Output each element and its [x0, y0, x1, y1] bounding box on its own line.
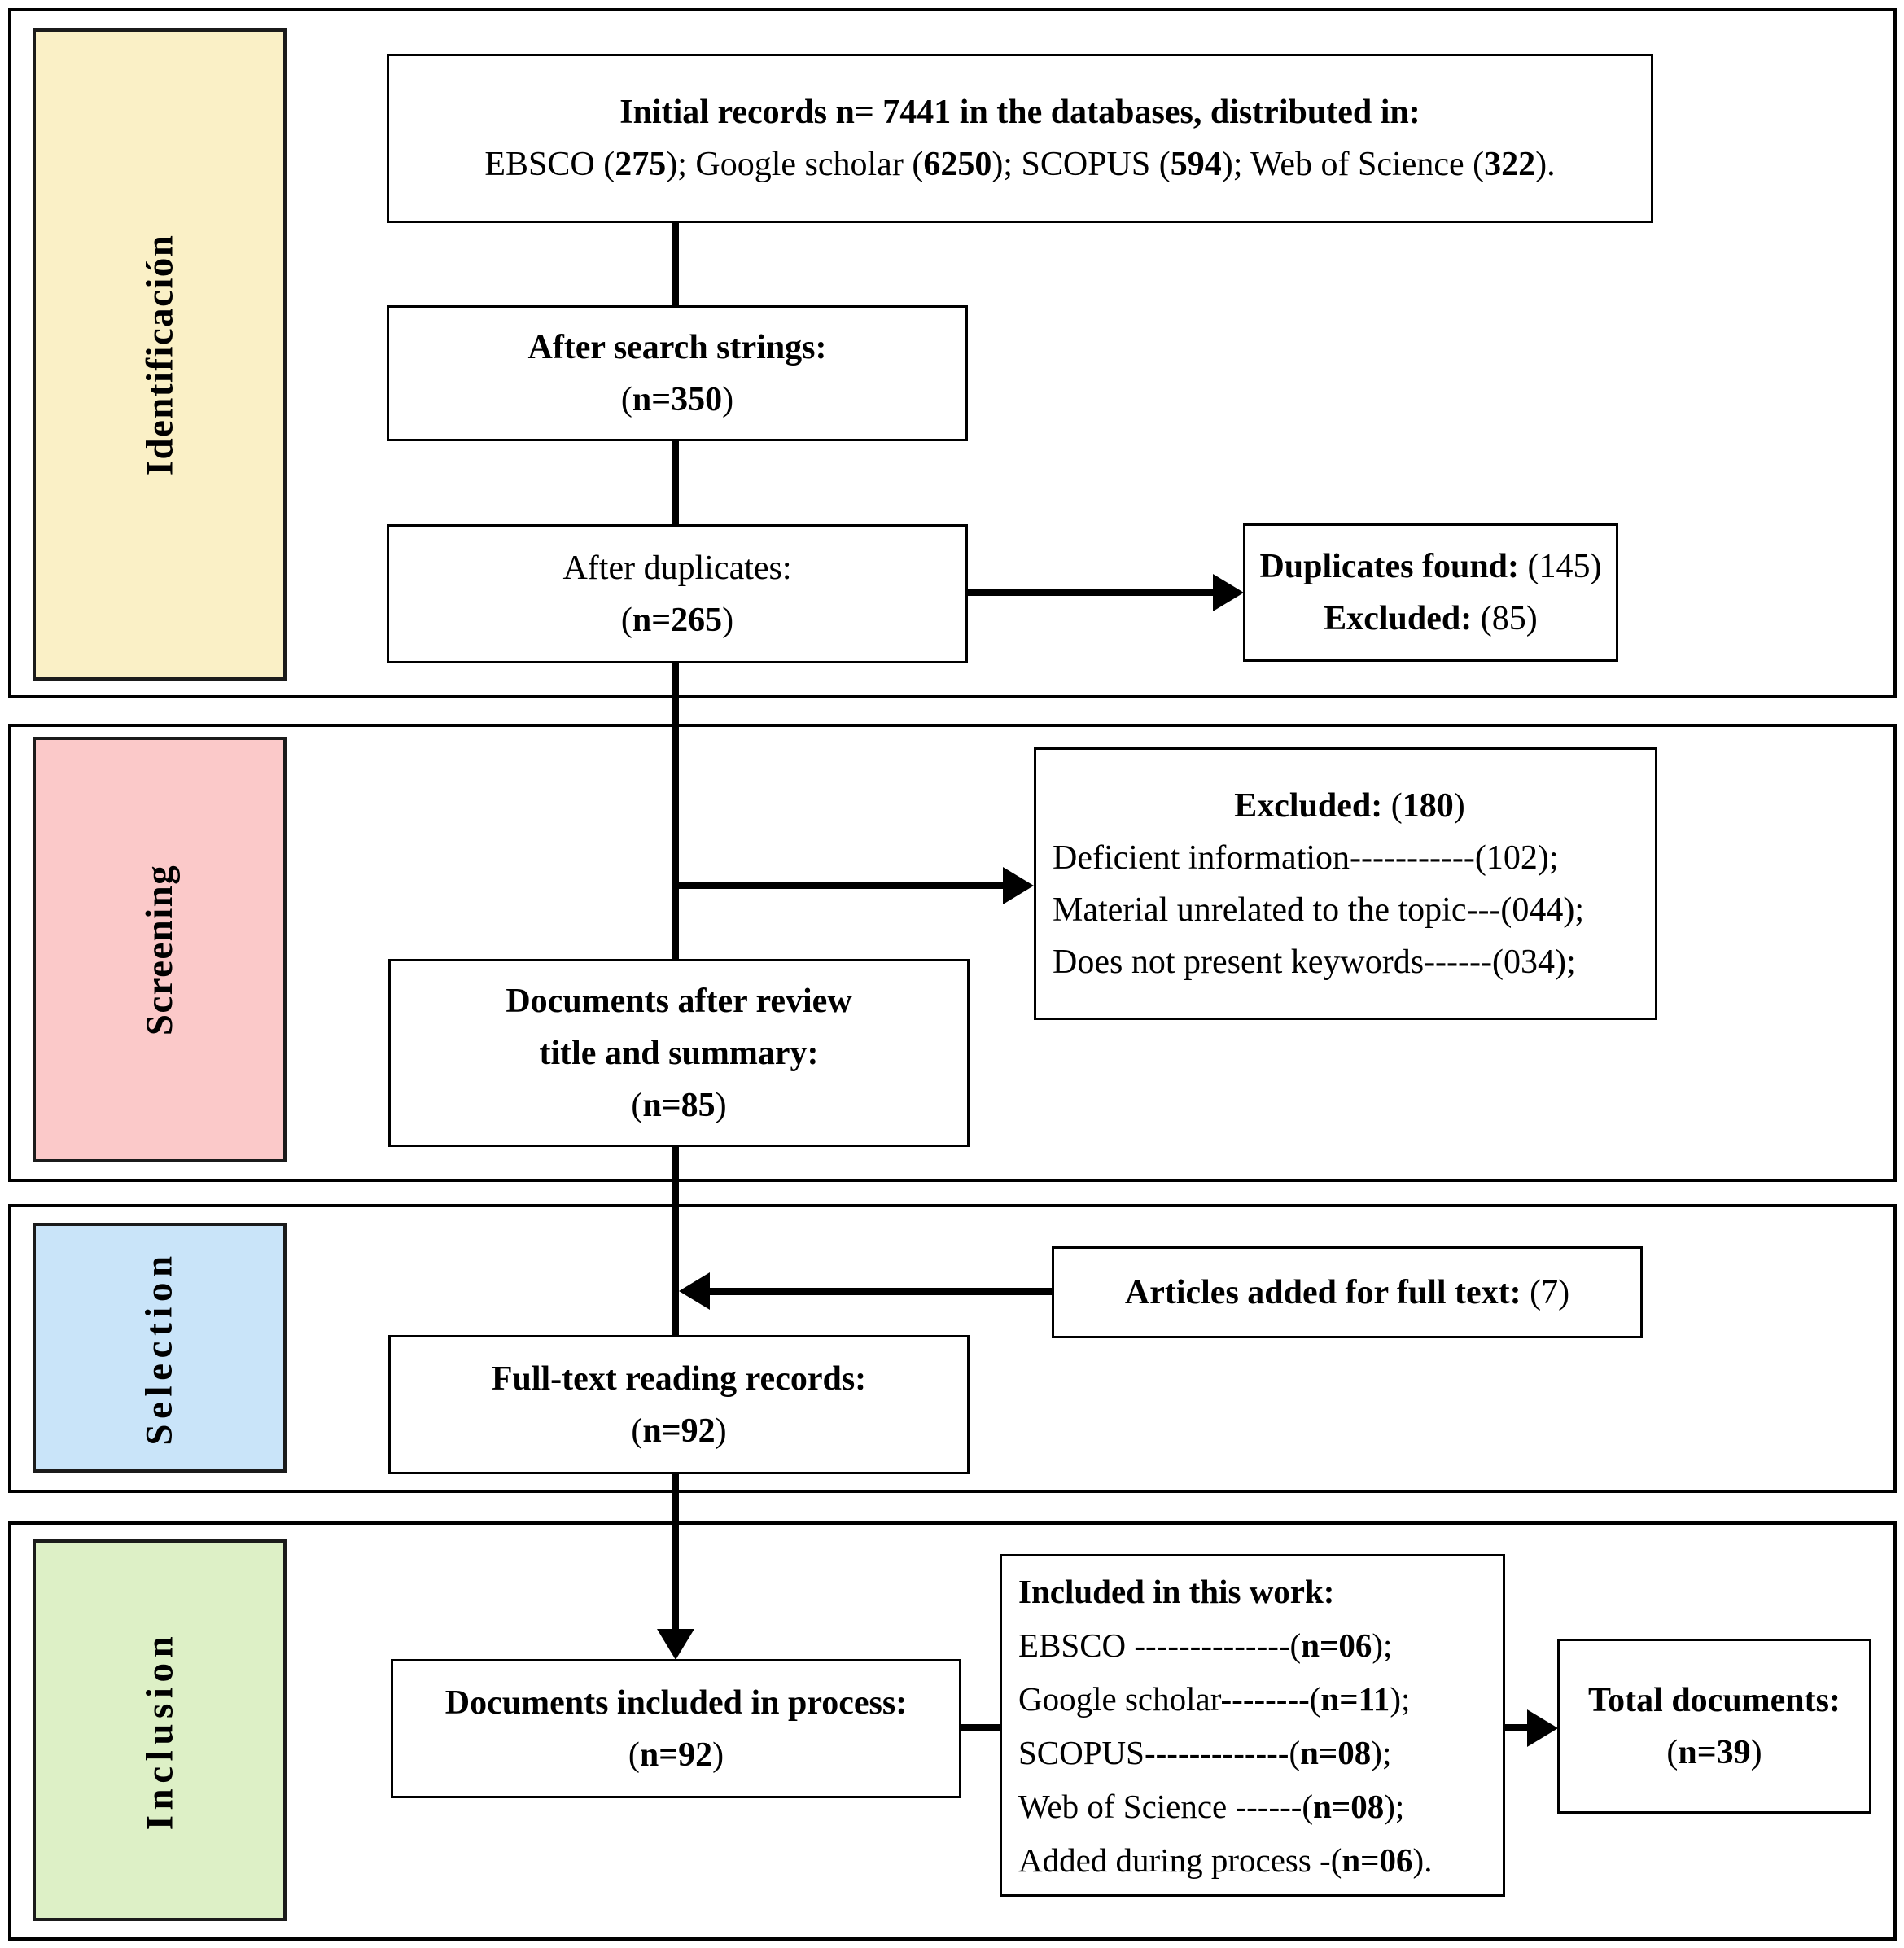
included-process-line2: (n=92) — [628, 1736, 724, 1774]
duplicates-found-line1: Duplicates found: (145) — [1259, 548, 1602, 585]
initial-records-line2: EBSCO (275); Google scholar (6250); SCOP… — [484, 146, 1556, 183]
box-documents-included-process: Documents included in process: (n=92) — [391, 1659, 961, 1798]
review-line1: Documents after review — [506, 982, 852, 1020]
included-work-item: EBSCO --------------(n=06); — [1018, 1626, 1393, 1664]
included-work-item: SCOPUS-------------(n=08); — [1018, 1733, 1392, 1771]
after-duplicates-line1: After duplicates: — [562, 549, 792, 587]
review-line3: (n=85) — [631, 1086, 727, 1124]
initial-records-line1: Initial records n= 7441 in the databases… — [619, 94, 1420, 131]
articles-added-text: Articles added for full text: (7) — [1124, 1273, 1570, 1311]
phase-label-selection: Selection — [33, 1223, 287, 1473]
after-search-line1: After search strings: — [527, 328, 827, 366]
box-after-duplicates: After duplicates: (n=265) — [387, 524, 968, 663]
connector-duplicates-to-found — [965, 589, 1215, 596]
connector-review-to-fulltext — [672, 1145, 679, 1337]
connector-screening-to-excluded — [676, 882, 1005, 889]
review-line2: title and summary: — [539, 1034, 819, 1072]
fulltext-line2: (n=92) — [631, 1412, 727, 1450]
fulltext-line1: Full-text reading records: — [491, 1359, 867, 1398]
phase-label-inclusion: Inclusion — [33, 1539, 287, 1921]
box-total-documents: Total documents: (n=39) — [1557, 1639, 1871, 1814]
connector-search-to-duplicates — [672, 440, 679, 526]
excluded-title: Excluded: (180) — [1234, 786, 1465, 825]
phase-label-screening: Screening — [33, 737, 287, 1162]
included-work-item: Added during process -(n=06). — [1018, 1841, 1433, 1879]
connector-includedwork-to-total — [1503, 1724, 1529, 1731]
included-work-title: Included in this work: — [1018, 1572, 1335, 1610]
arrowhead-right-duplicates-found — [1213, 574, 1244, 611]
phase-label-selection-text: Selection — [138, 1250, 181, 1446]
excluded-item: Does not present keywords------(034); — [1053, 943, 1576, 981]
box-documents-after-review: Documents after review title and summary… — [388, 959, 970, 1147]
arrowhead-right-excluded — [1003, 867, 1034, 904]
included-work-item: Web of Science ------(n=08); — [1018, 1787, 1405, 1825]
after-search-line2: (n=350) — [620, 380, 734, 418]
connector-process-to-includedwork — [959, 1724, 1001, 1731]
arrowhead-right-total-documents — [1527, 1709, 1558, 1747]
connector-articles-to-flow — [710, 1288, 1052, 1295]
phase-label-inclusion-text: Inclusion — [138, 1631, 181, 1830]
box-duplicates-found: Duplicates found: (145) Excluded: (85) — [1243, 523, 1618, 662]
arrowhead-down-included-process — [657, 1629, 694, 1660]
connector-initial-to-search — [672, 221, 679, 305]
connector-fulltext-to-included — [672, 1472, 679, 1633]
box-included-in-work: Included in this work: EBSCO -----------… — [1000, 1554, 1505, 1897]
box-initial-records: Initial records n= 7441 in the databases… — [387, 54, 1653, 223]
box-fulltext-reading: Full-text reading records: (n=92) — [388, 1335, 970, 1474]
box-after-search-strings: After search strings: (n=350) — [387, 305, 968, 441]
phase-label-identification: Identificación — [33, 28, 287, 681]
phase-label-screening-text: Screening — [138, 864, 181, 1035]
excluded-item: Material unrelated to the topic---(044); — [1053, 891, 1585, 929]
duplicates-found-line2: Excluded: (85) — [1324, 600, 1538, 637]
excluded-item: Deficient information-----------(102); — [1053, 838, 1559, 877]
included-work-item: Google scholar--------(n=11); — [1018, 1679, 1411, 1718]
included-process-line1: Documents included in process: — [444, 1683, 908, 1722]
arrowhead-left-articles-added — [679, 1272, 710, 1310]
after-duplicates-line2: (n=265) — [620, 601, 734, 639]
total-line1: Total documents: — [1588, 1681, 1841, 1719]
box-excluded-screening: Excluded: (180) Deficient information---… — [1034, 747, 1657, 1020]
total-line2: (n=39) — [1666, 1733, 1762, 1771]
box-articles-added-fulltext: Articles added for full text: (7) — [1052, 1246, 1643, 1338]
phase-label-identification-text: Identificación — [138, 234, 181, 475]
connector-duplicates-to-review — [672, 662, 679, 961]
